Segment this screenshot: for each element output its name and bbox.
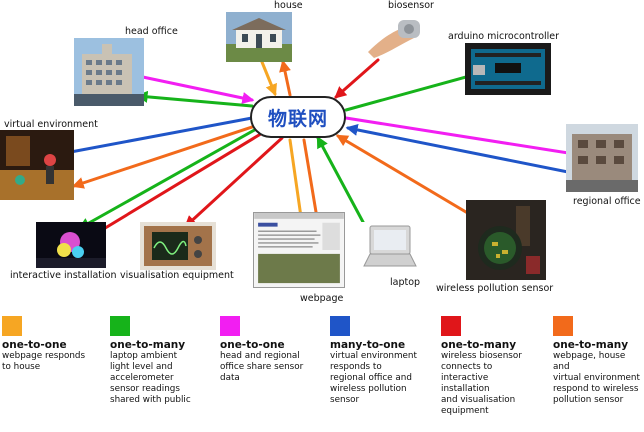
wireless-pollution-sensor-image	[466, 200, 546, 280]
virtual-environment-image	[0, 130, 74, 200]
visualisation-equipment-image	[140, 222, 216, 270]
visualisation-equipment-label: visualisation equipment	[120, 270, 234, 281]
interactive-installation-image	[36, 222, 106, 268]
arrow-biosensor-to-hub	[334, 58, 380, 99]
biosensor-label: biosensor	[388, 0, 434, 11]
legend-desc-2: laptop ambient light level and accelerom…	[110, 351, 191, 405]
regional-office-image	[566, 124, 638, 192]
head-office-label: head office	[125, 26, 178, 37]
legend-title-5: one-to-many	[441, 339, 517, 351]
legend-desc-1: webpage responds to house	[2, 351, 86, 372]
legend-swatch-2	[110, 316, 130, 336]
arrow-hub-to-webpage-orange	[288, 138, 307, 227]
iot-hub: 物联网	[250, 96, 346, 138]
laptop-label: laptop	[390, 277, 421, 288]
legend-title-6: one-to-many	[553, 339, 629, 351]
arrow-regional-to-hub	[345, 123, 590, 178]
legend-desc-6: webpage, house and virtual environment r…	[553, 351, 640, 405]
arrow-hub-to-headoffice	[135, 90, 254, 108]
legend-swatch-3	[220, 316, 240, 336]
arduino-label: arduino microcontroller	[448, 31, 560, 42]
laptop-image	[360, 222, 418, 272]
webpage-label: webpage	[300, 293, 344, 304]
legend-swatch-5	[441, 316, 461, 336]
legend-title-2: one-to-many	[110, 339, 186, 351]
legend-desc-5: wireless biosensor connects to interacti…	[441, 351, 522, 416]
connection-arrows	[57, 58, 603, 252]
legend: one-to-one webpage responds to house one…	[0, 316, 644, 432]
arrow-hub-to-virtualenv	[57, 116, 254, 159]
legend-title-3: one-to-one	[220, 339, 285, 351]
webpage-image	[253, 212, 345, 288]
regional-office-label: regional office	[573, 196, 641, 207]
legend-item-5: one-to-many wireless biosensor connects …	[441, 316, 553, 417]
arrow-headoffice-to-hub	[136, 74, 255, 104]
arrow-sensor-to-hub	[335, 134, 478, 220]
legend-swatch-1	[2, 316, 22, 336]
house-image	[226, 12, 292, 62]
arrow-hub-to-webpage-orange2	[302, 138, 323, 227]
legend-item-3: one-to-one head and regional office shar…	[220, 316, 332, 384]
legend-item-6: one-to-many webpage, house and virtual e…	[553, 316, 644, 406]
legend-item-1: one-to-one webpage responds to house	[2, 316, 114, 373]
legend-title-1: one-to-one	[2, 339, 67, 351]
arrow-hub-to-regional	[344, 116, 603, 163]
legend-item-4: many-to-one virtual environment responds…	[330, 316, 442, 406]
arrow-hub-to-installation-green	[77, 126, 260, 230]
legend-swatch-6	[553, 316, 573, 336]
arduino-image	[465, 43, 551, 95]
biosensor-image	[368, 12, 430, 58]
interactive-installation-label: interactive installation	[10, 270, 117, 281]
legend-desc-3: head and regional office share sensor da…	[220, 351, 304, 383]
arrow-hub-to-house	[279, 59, 292, 97]
house-label: house	[274, 0, 303, 11]
hub-label: 物联网	[267, 107, 328, 130]
legend-swatch-4	[330, 316, 350, 336]
arrow-hub-to-visualisation	[184, 136, 284, 228]
head-office-image	[74, 38, 144, 106]
virtual-environment-label: virtual environment	[4, 119, 98, 130]
wireless-pollution-sensor-label: wireless pollution sensor	[436, 283, 554, 294]
legend-title-4: many-to-one	[330, 339, 406, 351]
legend-item-2: one-to-many laptop ambient light level a…	[110, 316, 222, 406]
arrow-hub-to-installation-red	[79, 130, 266, 244]
arrow-house-to-hub	[260, 60, 277, 97]
legend-desc-4: virtual environment responds to regional…	[330, 351, 417, 405]
arrow-hub-to-virtualenv-2	[71, 124, 257, 189]
